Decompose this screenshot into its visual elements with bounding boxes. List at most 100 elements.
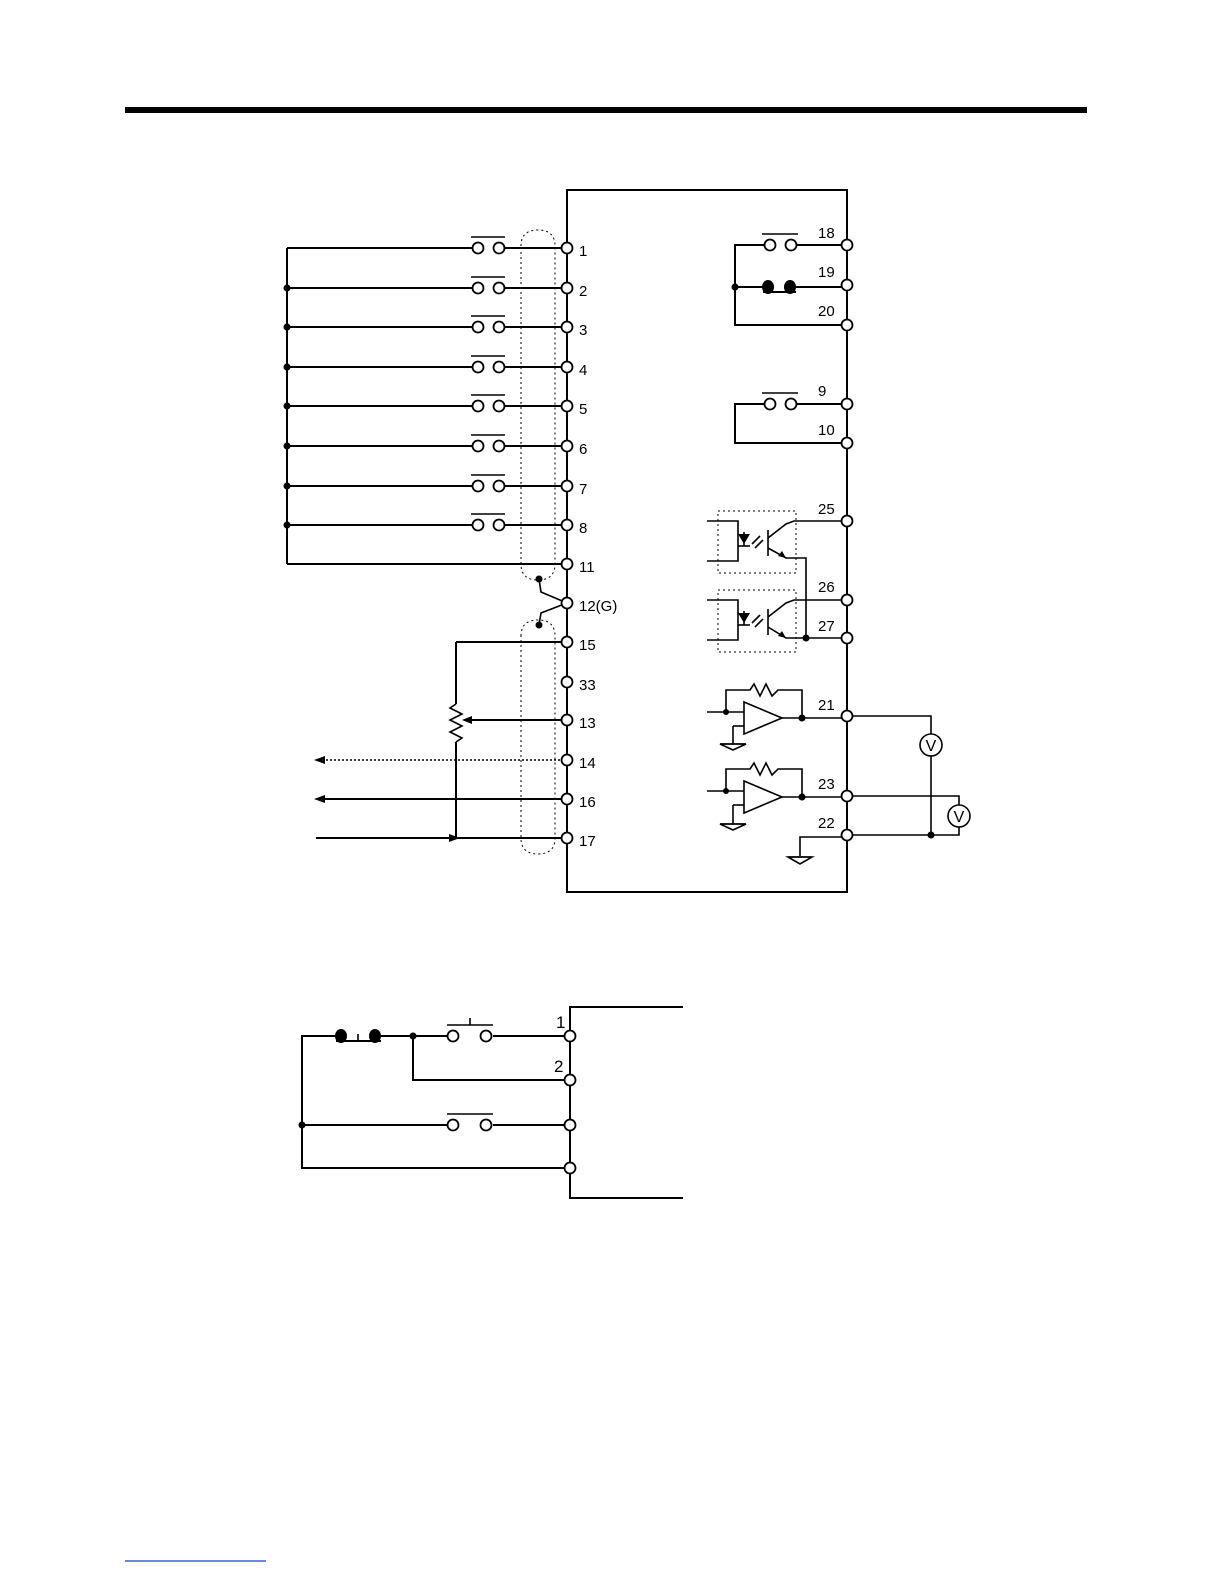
potentiometer-icon — [450, 704, 462, 742]
switch-contact-icon — [473, 441, 484, 452]
terminal — [562, 243, 573, 254]
meter-wire-22 — [847, 827, 959, 835]
sub-terminal-label: 1 — [556, 1013, 565, 1032]
terminal-label: 3 — [579, 322, 587, 339]
sub-wiring-diagram: 1 2 — [299, 1007, 684, 1198]
terminal — [842, 280, 853, 291]
terminal-label: 33 — [579, 677, 596, 694]
terminal-label: 12(G) — [579, 598, 617, 615]
junction-dot — [284, 364, 291, 371]
terminal — [842, 438, 853, 449]
arrow-head-icon — [462, 716, 472, 724]
switch-contact-icon — [473, 243, 484, 254]
terminal — [842, 399, 853, 410]
terminal — [562, 481, 573, 492]
switch-contact-icon — [473, 322, 484, 333]
terminal-label: 11 — [579, 559, 595, 576]
input-switch-row — [287, 237, 567, 254]
terminal — [562, 520, 573, 531]
voltmeter-icon: V — [920, 734, 942, 756]
sub-terminal-block-outline — [570, 1007, 683, 1198]
junction-dot — [536, 576, 543, 583]
terminal-label: 26 — [818, 579, 835, 596]
arrow-head-icon — [314, 756, 325, 764]
terminal-label: 21 — [818, 697, 835, 714]
terminal-label: 20 — [818, 303, 835, 320]
pushbutton-contact-icon — [448, 1031, 459, 1042]
terminal — [562, 794, 573, 805]
switch-contact-icon — [494, 283, 505, 294]
junction-dot — [284, 403, 291, 410]
ground-22-wire — [800, 837, 847, 856]
sub-wire-hold — [413, 1036, 570, 1080]
terminal-label: 14 — [579, 755, 596, 772]
terminal — [562, 283, 573, 294]
terminal — [842, 791, 853, 802]
sub-terminal — [565, 1163, 576, 1174]
pushbutton-contact-icon — [481, 1031, 492, 1042]
terminal — [562, 637, 573, 648]
voltmeter-icon: V — [948, 805, 970, 827]
terminal-label: 6 — [579, 441, 587, 458]
switch-contact-icon — [473, 520, 484, 531]
terminal-label: 22 — [818, 815, 835, 832]
junction-dot — [284, 443, 291, 450]
terminal-label: 10 — [818, 422, 835, 439]
switch-contact-icon — [473, 481, 484, 492]
terminal — [842, 320, 853, 331]
terminal — [562, 598, 573, 609]
input-switch-rows — [284, 237, 568, 531]
input-switch-row — [284, 277, 568, 294]
terminal-label: 13 — [579, 715, 596, 732]
terminal-label: 16 — [579, 794, 596, 811]
switch-contact-icon — [494, 520, 505, 531]
terminal — [562, 755, 573, 766]
terminal — [562, 677, 573, 688]
input-switch-row — [284, 475, 568, 492]
input-switch-row — [284, 316, 568, 333]
sub-terminal-label: 2 — [554, 1057, 563, 1076]
input-switch-row — [284, 435, 568, 452]
switch-contact-icon — [494, 362, 505, 373]
terminal-label: 27 — [818, 618, 835, 635]
arrow-head-icon — [314, 795, 325, 803]
terminal-label: 1 — [579, 243, 587, 260]
input-switch-row — [284, 356, 568, 373]
switch-contact-icon — [494, 243, 505, 254]
terminal-label: 5 — [579, 401, 587, 418]
junction-dot — [299, 1122, 306, 1129]
switch-contact-icon — [473, 401, 484, 412]
terminal-label: 15 — [579, 637, 596, 654]
terminal-label: 17 — [579, 833, 596, 850]
junction-dot — [284, 324, 291, 331]
meter-wire-21 — [847, 716, 931, 734]
junction-dot — [284, 285, 291, 292]
input-switch-row — [284, 514, 568, 531]
terminal — [562, 715, 573, 726]
terminal — [842, 595, 853, 606]
sub-terminal — [565, 1120, 576, 1131]
terminal-label: 19 — [818, 264, 835, 281]
terminal — [842, 633, 853, 644]
switch-contact-icon — [494, 481, 505, 492]
switch-contact-icon — [494, 401, 505, 412]
input-switch-row — [284, 395, 568, 412]
pushbutton-contact-icon — [481, 1120, 492, 1131]
terminal — [562, 322, 573, 333]
terminal — [562, 362, 573, 373]
pushbutton-contact-icon — [448, 1120, 459, 1131]
ground-icon — [788, 857, 812, 864]
terminal-label: 7 — [579, 481, 587, 498]
voltmeter-label: V — [926, 738, 937, 755]
terminal — [562, 441, 573, 452]
junction-dot — [928, 832, 935, 839]
arrow-head-icon — [449, 834, 460, 842]
terminal — [562, 559, 573, 570]
terminal — [562, 401, 573, 412]
header-rule — [125, 107, 1087, 113]
terminal — [562, 833, 573, 844]
terminal-label: 9 — [818, 383, 826, 400]
junction-dot — [536, 622, 543, 629]
